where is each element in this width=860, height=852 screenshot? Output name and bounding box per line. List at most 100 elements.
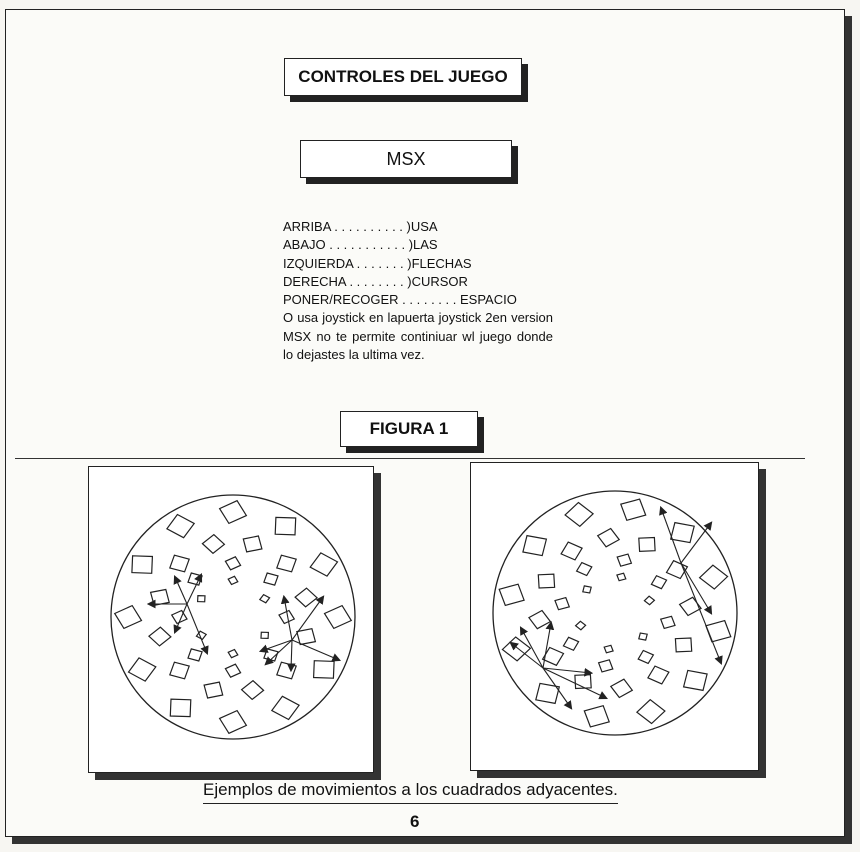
board-square xyxy=(309,552,339,577)
move-arrow xyxy=(291,639,342,662)
board-square xyxy=(674,637,693,653)
board-square xyxy=(659,615,676,630)
board-square xyxy=(620,498,647,522)
control-key: )LAS xyxy=(408,237,438,253)
board-square xyxy=(635,698,666,725)
board-square xyxy=(187,648,203,662)
control-action: PONER/RECOGER . . . . . . . . xyxy=(283,292,460,308)
board-square xyxy=(541,646,565,667)
board-square xyxy=(616,553,633,567)
board-square xyxy=(242,535,263,553)
control-key: )CURSOR xyxy=(407,273,468,289)
board-square xyxy=(276,554,297,573)
board-square xyxy=(575,561,593,577)
move-arrow xyxy=(258,639,293,653)
move-arrow xyxy=(680,562,713,615)
board-square xyxy=(501,636,532,662)
board-square xyxy=(224,556,242,571)
control-action: DERECHA . . . . . . . . xyxy=(283,273,408,289)
board-square xyxy=(498,583,525,607)
board-square xyxy=(522,534,548,557)
move-arrow xyxy=(680,562,723,666)
board-square xyxy=(203,681,224,699)
control-action: IZQUIERDA . . . . . . . xyxy=(283,255,408,271)
board-square xyxy=(278,609,296,625)
board-square xyxy=(224,663,242,678)
board-square xyxy=(574,620,587,631)
board-square xyxy=(638,536,656,553)
board-square xyxy=(169,661,190,680)
figure-right xyxy=(470,462,759,771)
board-square xyxy=(650,574,668,590)
board-square xyxy=(596,527,621,548)
figure-caption: Ejemplos de movimientos a los cuadrados … xyxy=(203,780,618,804)
control-key: )USA xyxy=(406,219,438,234)
divider xyxy=(15,458,805,459)
board-square xyxy=(201,533,226,555)
board-circle xyxy=(110,494,356,740)
board-square xyxy=(149,588,170,606)
move-arrow xyxy=(542,667,594,677)
platform-box: MSX xyxy=(300,140,512,178)
board-square xyxy=(166,513,196,539)
move-arrow xyxy=(542,667,608,700)
board-square xyxy=(537,573,556,589)
move-arrow xyxy=(542,667,573,710)
control-row: PONER/RECOGER . . . . . . . . ESPACIO xyxy=(283,291,553,309)
board-square xyxy=(705,619,732,643)
board-square xyxy=(196,594,206,603)
board-diagram-right xyxy=(492,490,738,736)
board-square xyxy=(564,501,595,528)
move-arrow xyxy=(280,594,293,641)
control-row: DERECHA . . . . . . . . )CURSOR xyxy=(283,273,553,291)
board-square xyxy=(127,657,157,682)
move-arrow xyxy=(186,573,203,605)
board-square xyxy=(274,516,297,536)
board-square xyxy=(678,596,702,617)
board-square xyxy=(296,628,317,646)
figure-left xyxy=(88,466,374,773)
move-arrow xyxy=(186,603,209,656)
move-arrow xyxy=(509,641,544,669)
board-square xyxy=(240,679,265,701)
board-square xyxy=(535,682,561,705)
board-square xyxy=(218,709,248,735)
control-row: ARRIBA . . . . . . . . . . )USA xyxy=(283,218,553,236)
move-arrow xyxy=(542,620,555,669)
control-action: ARRIBA . . . . . . . . . . xyxy=(283,219,407,234)
board-square xyxy=(227,648,239,659)
move-arrow xyxy=(519,626,544,669)
board-circle xyxy=(492,490,738,736)
board-square xyxy=(263,572,279,586)
title-box: CONTROLES DEL JUEGO xyxy=(284,58,522,96)
page-title: CONTROLES DEL JUEGO xyxy=(298,67,508,86)
board-square xyxy=(637,649,655,665)
figure-label-box: FIGURA 1 xyxy=(340,411,478,447)
board-square xyxy=(187,572,203,586)
board-square xyxy=(582,585,592,594)
board-square xyxy=(528,609,552,630)
board-square xyxy=(616,572,627,582)
board-square xyxy=(562,636,580,652)
move-arrow xyxy=(680,521,713,564)
board-square xyxy=(554,596,571,611)
control-row: IZQUIERDA . . . . . . . )FLECHAS xyxy=(283,255,553,273)
board-square xyxy=(665,559,689,580)
board-square xyxy=(682,669,708,692)
move-arrow xyxy=(291,595,325,641)
board-square xyxy=(583,704,610,728)
board-square xyxy=(638,632,648,641)
board-square xyxy=(113,604,143,630)
page-number: 6 xyxy=(410,812,420,831)
board-square xyxy=(276,661,297,680)
board-square xyxy=(131,555,154,574)
board-square xyxy=(597,659,614,673)
board-square xyxy=(323,604,353,630)
platform-heading: MSX xyxy=(386,149,426,169)
move-arrow xyxy=(173,574,188,605)
board-square xyxy=(260,631,270,640)
move-arrow xyxy=(173,603,188,635)
board-square xyxy=(147,626,172,647)
board-square xyxy=(603,644,614,654)
move-arrow xyxy=(264,639,293,666)
